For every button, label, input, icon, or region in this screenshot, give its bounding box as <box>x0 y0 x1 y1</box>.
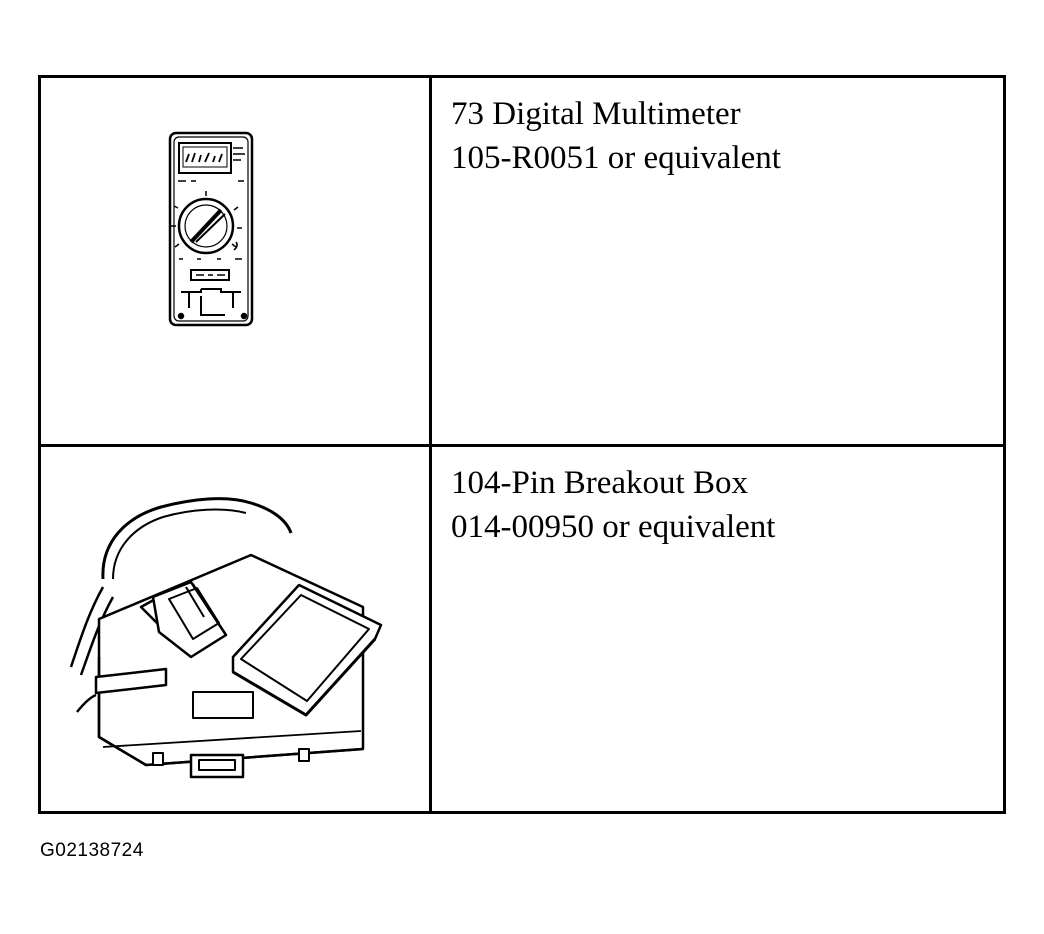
tool-image-cell <box>41 447 429 811</box>
tool-row-multimeter: 73 Digital Multimeter 105-R0051 or equiv… <box>41 78 1003 447</box>
tool-part-number: 105-R0051 or equivalent <box>451 140 781 176</box>
tool-name: 104-Pin Breakout Box <box>451 465 748 501</box>
tool-description-cell: 73 Digital Multimeter 105-R0051 or equiv… <box>432 78 1003 444</box>
tool-table: 73 Digital Multimeter 105-R0051 or equiv… <box>38 75 1006 814</box>
tool-image-cell <box>41 78 429 444</box>
digital-multimeter-icon <box>168 131 254 327</box>
column-divider <box>429 78 432 444</box>
figure-id: G02138724 <box>40 840 144 861</box>
breakout-box-icon <box>69 497 383 779</box>
tool-name: 73 Digital Multimeter <box>451 96 741 132</box>
tool-row-breakout-box: 104-Pin Breakout Box 014-00950 or equiva… <box>41 447 1003 811</box>
tool-part-number: 014-00950 or equivalent <box>451 509 776 545</box>
column-divider <box>429 447 432 811</box>
tool-description-cell: 104-Pin Breakout Box 014-00950 or equiva… <box>432 447 1003 811</box>
